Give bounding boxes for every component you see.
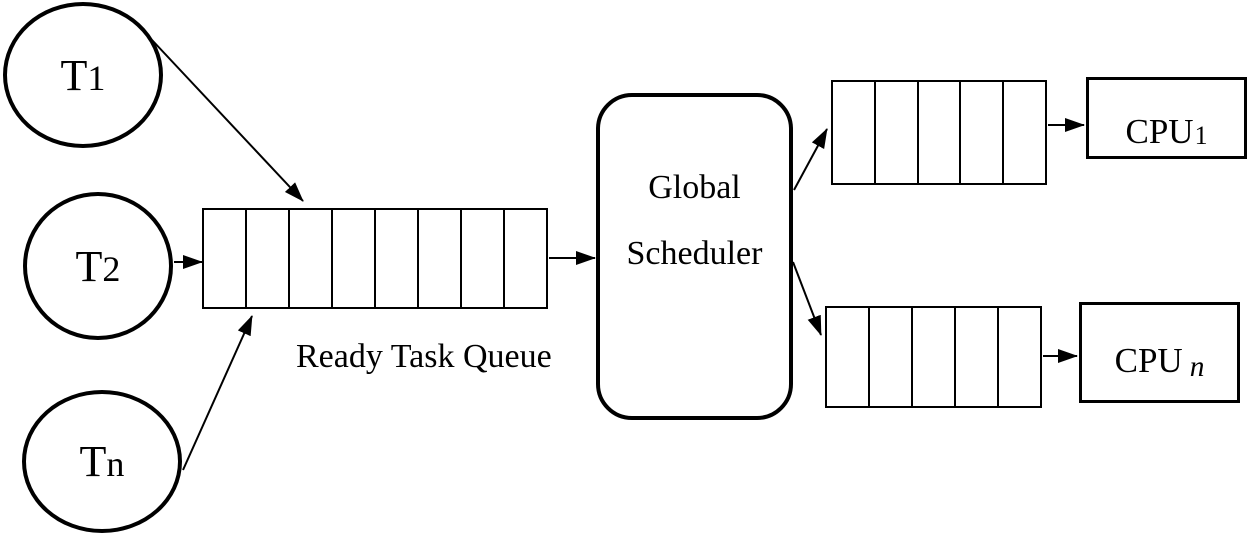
cpu1-local-queue — [831, 80, 1047, 185]
queue-cell — [333, 210, 376, 307]
queue-cell — [290, 210, 333, 307]
queue-cell — [956, 308, 999, 406]
queue-cell — [875, 82, 919, 183]
queue-cell — [999, 308, 1040, 406]
queue-cell — [918, 82, 962, 183]
arrow-scheduler-to-cpu1-queue — [793, 128, 828, 191]
cpu1-label: CPU1 — [1125, 112, 1208, 151]
task-t1-label: T1 — [60, 50, 106, 100]
scheduler-title-line2: Scheduler — [626, 235, 763, 272]
queue-cell — [833, 82, 876, 183]
queue-cell — [247, 210, 290, 307]
queue-cell — [376, 210, 419, 307]
arrow-tn-to-ready-queue — [182, 315, 253, 471]
task-node-t1: T1 — [3, 2, 163, 148]
task-node-tn: Tn — [22, 390, 182, 533]
queue-cell — [419, 210, 462, 307]
queue-cell — [505, 210, 546, 307]
queue-cell — [204, 210, 247, 307]
arrow-t1-to-ready-queue — [151, 39, 304, 202]
task-t2-label: T2 — [75, 241, 121, 291]
ready-task-queue-label: Ready Task Queue — [296, 338, 552, 375]
cpun-local-queue — [825, 306, 1042, 408]
task-node-t2: T2 — [23, 192, 173, 340]
queue-cell — [870, 308, 913, 406]
queue-cell — [961, 82, 1005, 183]
queue-cell — [1004, 82, 1045, 183]
global-scheduler-node: Global Scheduler — [596, 93, 793, 420]
cpu1-node: CPU1 — [1086, 77, 1247, 159]
queue-cell — [462, 210, 505, 307]
task-tn-label: Tn — [79, 437, 125, 486]
arrow-scheduler-to-cpun-queue — [792, 261, 822, 336]
queue-cell — [827, 308, 870, 406]
scheduler-title-line1: Global — [648, 169, 741, 206]
ready-task-queue — [202, 208, 548, 309]
queue-cell — [913, 308, 956, 406]
